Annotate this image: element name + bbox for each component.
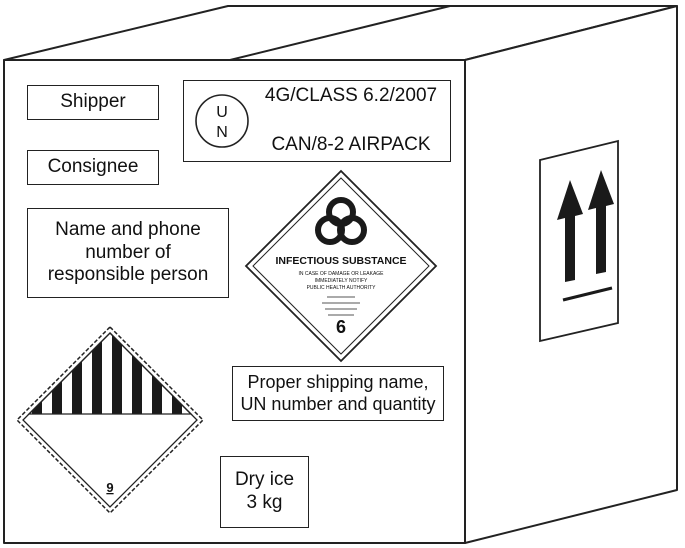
responsible-person-label: Name and phone number of responsible per… xyxy=(27,208,229,298)
infectious-subtext-3: PUBLIC HEALTH AUTHORITY xyxy=(307,285,376,291)
infectious-title: INFECTIOUS SUBSTANCE xyxy=(275,255,406,267)
consignee-label: Consignee xyxy=(27,150,159,185)
un-symbol-icon: U N xyxy=(195,94,249,148)
proper-shipping-label: Proper shipping name, UN number and quan… xyxy=(232,366,444,421)
un-spec-line1: 4G/CLASS 6.2/2007 xyxy=(264,84,438,106)
up-arrow-icon xyxy=(557,170,614,282)
un-specification-mark: U N 4G/CLASS 6.2/2007 CAN/8-2 AIRPACK xyxy=(183,80,451,162)
class-6-number: 6 xyxy=(336,317,346,337)
un-spec-line2: CAN/8-2 AIRPACK xyxy=(271,134,431,156)
un-letter-u: U xyxy=(216,104,228,121)
box-top-seam xyxy=(229,5,451,61)
infectious-subtext-1: IN CASE OF DAMAGE OR LEAKAGE xyxy=(298,271,384,277)
orientation-arrows-label xyxy=(539,139,619,343)
un-letter-n: N xyxy=(216,124,228,141)
un-spec-text: 4G/CLASS 6.2/2007 CAN/8-2 AIRPACK xyxy=(252,59,450,182)
infectious-subtext-2: IMMEDIATELY NOTIFY xyxy=(315,278,368,284)
shipper-label: Shipper xyxy=(27,85,159,120)
dry-ice-label: Dry ice 3 kg xyxy=(220,456,309,528)
fine-print-lines xyxy=(322,296,360,316)
infectious-substance-label: INFECTIOUS SUBSTANCE IN CASE OF DAMAGE O… xyxy=(244,169,438,363)
arrows-baseline xyxy=(562,286,613,302)
class-9-number: 9 xyxy=(106,480,113,495)
